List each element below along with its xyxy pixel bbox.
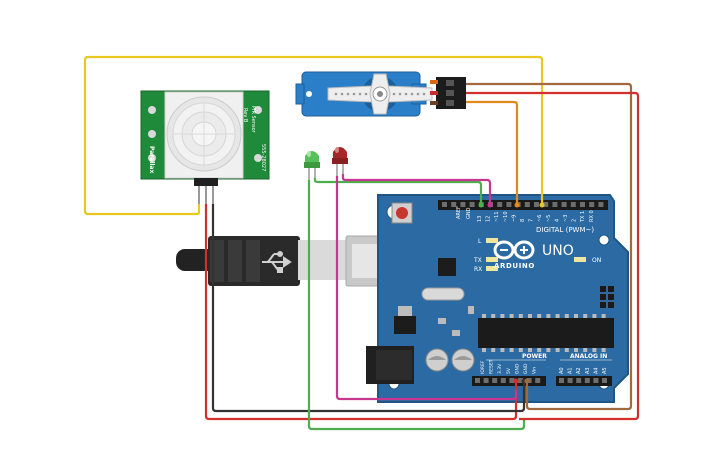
digital-pin-label: 13	[477, 216, 483, 222]
green-led[interactable]	[304, 151, 320, 180]
arduino-logo-icon	[493, 240, 535, 260]
power-header[interactable]	[472, 376, 546, 386]
digital-pin-label: ~5	[546, 215, 552, 222]
pir-title: PIR Sensor	[250, 106, 256, 134]
digital-header[interactable]	[438, 200, 608, 210]
wire-red-pir[interactable]	[204, 204, 518, 421]
digital-pin-label: 7	[529, 219, 535, 222]
led-label-l: L	[478, 238, 482, 245]
wire-magenta[interactable]	[335, 174, 518, 401]
voltage-regulator	[394, 316, 416, 334]
wire-yellow[interactable]	[83, 55, 544, 216]
pir-sensor[interactable]	[140, 90, 270, 204]
digital-label: DIGITAL (PWM~)	[536, 226, 594, 234]
digital-pin-label: ~9	[511, 215, 517, 222]
wire-orange[interactable]	[466, 100, 519, 205]
power-pin-label: 3.3V	[497, 363, 503, 374]
led-label-rx: RX	[474, 266, 482, 273]
reset-button[interactable]	[391, 202, 413, 224]
digital-pin-label: 12	[486, 216, 492, 222]
power-pin-label: 5V	[506, 367, 512, 374]
analog-pin-label: A4	[593, 367, 599, 374]
analog-pin-label: A5	[602, 367, 608, 374]
on-label: ON	[592, 257, 601, 264]
capacitors	[425, 348, 475, 372]
pir-rev: Rev B	[242, 108, 248, 123]
usb-symbol-icon	[262, 251, 292, 273]
wire-brown[interactable]	[466, 82, 633, 411]
gnd-pin-label: GND	[466, 207, 472, 219]
red-led[interactable]	[332, 147, 348, 176]
digital-pin-label: TX 1	[580, 211, 586, 223]
digital-pin-label: ~6	[537, 215, 543, 222]
power-pin-label: IOREF	[480, 360, 486, 374]
power-label: POWER	[522, 353, 547, 360]
analog-pin-label: A1	[568, 367, 574, 374]
power-pin-label: GND	[523, 363, 529, 374]
digital-pin-label: 8	[520, 219, 526, 222]
wire-endpoints	[478, 202, 545, 384]
digital-pin-label: ~10	[503, 211, 509, 222]
uno-model-text: UNO	[542, 243, 574, 259]
board-leds	[486, 238, 586, 271]
analog-in-label: ANALOG IN	[570, 353, 607, 360]
digital-pin-label: 2	[572, 219, 578, 222]
power-pin-label: RESET	[489, 359, 495, 374]
power-pin-label: GND	[514, 363, 520, 374]
digital-pin-label: ~3	[563, 215, 569, 222]
atmega-chip	[478, 314, 614, 352]
analog-header[interactable]	[556, 376, 612, 386]
pir-brand: Parallax	[148, 146, 155, 173]
analog-pin-label: A0	[559, 367, 565, 374]
pir-part: 555-28027	[260, 144, 266, 171]
analog-pin-label: A2	[576, 367, 582, 374]
digital-pin-label: RX 0	[589, 210, 595, 222]
aref-pin-label: AREF	[456, 206, 462, 219]
servo-connector	[430, 77, 466, 109]
icsp-header	[600, 286, 614, 308]
wire-black-pir[interactable]	[211, 204, 526, 413]
digital-pin-label: 4	[554, 219, 560, 222]
analog-pin-label: A3	[585, 367, 591, 374]
arduino-brand-text: ARDUINO	[494, 262, 535, 270]
crystal	[421, 287, 465, 301]
digital-pin-label: ~11	[494, 211, 500, 222]
wire-red-servo[interactable]	[466, 91, 640, 421]
led-label-tx: TX	[473, 257, 482, 264]
servo-motor[interactable]	[295, 71, 433, 117]
wire-green[interactable]	[307, 178, 526, 431]
power-pin-label: Vin	[532, 367, 538, 374]
usb-chip	[438, 258, 456, 276]
